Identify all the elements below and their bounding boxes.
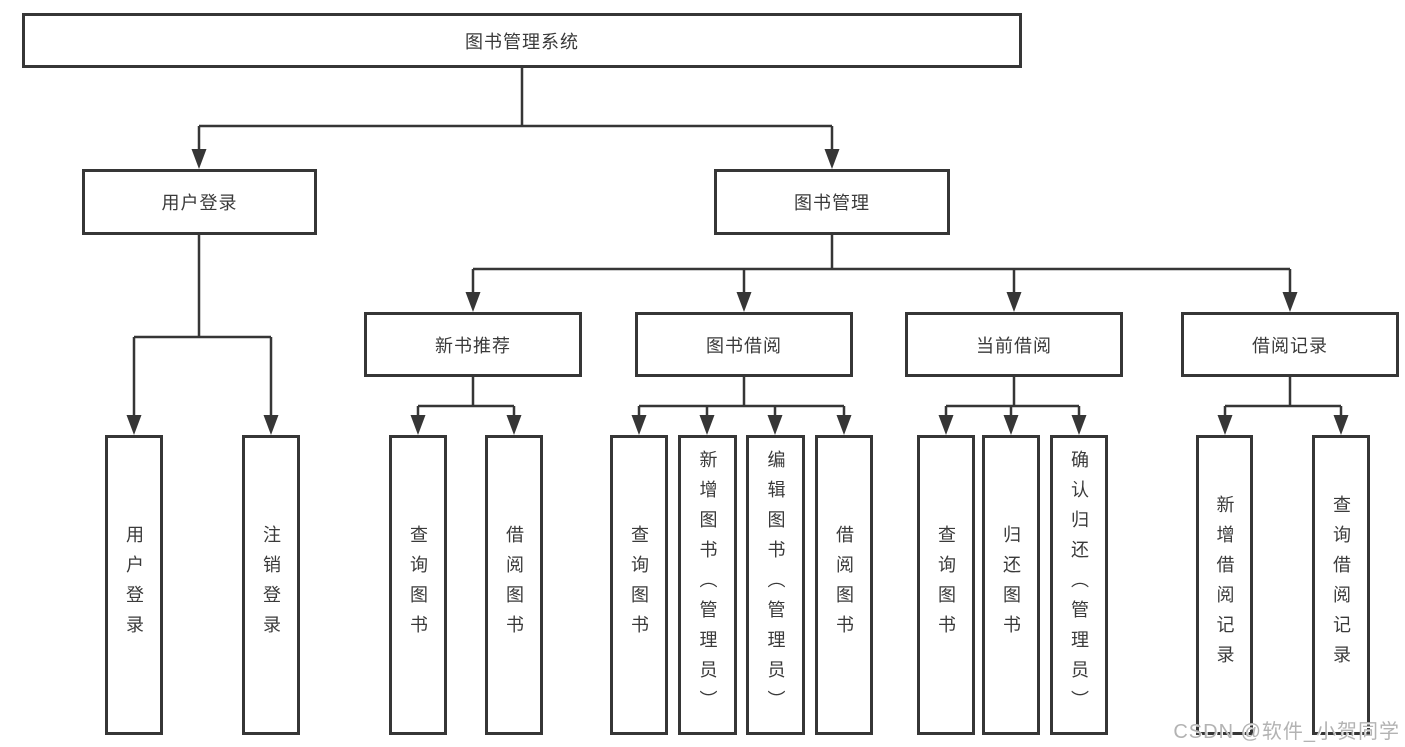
leaf-add-borrow-record: 新增借阅记录 <box>1196 435 1253 735</box>
leaf-borrow-book-2: 借阅图书 <box>815 435 873 735</box>
leaf-query-book-1: 查询图书 <box>389 435 447 735</box>
node-borrow-record: 借阅记录 <box>1181 312 1399 377</box>
leaf-return-book: 归还图书 <box>982 435 1040 735</box>
arrowheads <box>126 149 1349 435</box>
leaf-edit-book-admin: 编辑图书（管理员） <box>746 435 805 735</box>
connector-book-borrow-group <box>637 377 846 416</box>
connector-new-book-group <box>416 377 516 416</box>
node-book-borrow: 图书借阅 <box>635 312 853 377</box>
leaf-add-book-admin: 新增图书（管理员） <box>678 435 737 735</box>
leaf-confirm-return-admin: 确认归还（管理员） <box>1050 435 1108 735</box>
leaf-logout: 注销登录 <box>242 435 300 735</box>
csdn-watermark: CSDN @软件_小贺同学 <box>1173 721 1400 743</box>
leaf-user-login: 用户登录 <box>105 435 163 735</box>
node-book-management-module: 图书管理 <box>714 169 950 235</box>
leaf-query-book-3: 查询图书 <box>917 435 975 735</box>
connector-user-login-group <box>132 235 273 416</box>
node-root-system: 图书管理系统 <box>22 13 1022 68</box>
leaf-query-borrow-record: 查询借阅记录 <box>1312 435 1370 735</box>
node-user-login-module: 用户登录 <box>82 169 317 235</box>
node-current-borrow: 当前借阅 <box>905 312 1123 377</box>
connector-current-borrow-group <box>944 377 1081 416</box>
leaf-borrow-book-1: 借阅图书 <box>485 435 543 735</box>
connector-book-mgmt-to-level3 <box>471 235 1292 293</box>
connector-borrow-record-group <box>1223 377 1343 416</box>
leaf-query-book-2: 查询图书 <box>610 435 668 735</box>
node-new-book-recommend: 新书推荐 <box>364 312 582 377</box>
connector-root-to-level2 <box>197 68 834 150</box>
